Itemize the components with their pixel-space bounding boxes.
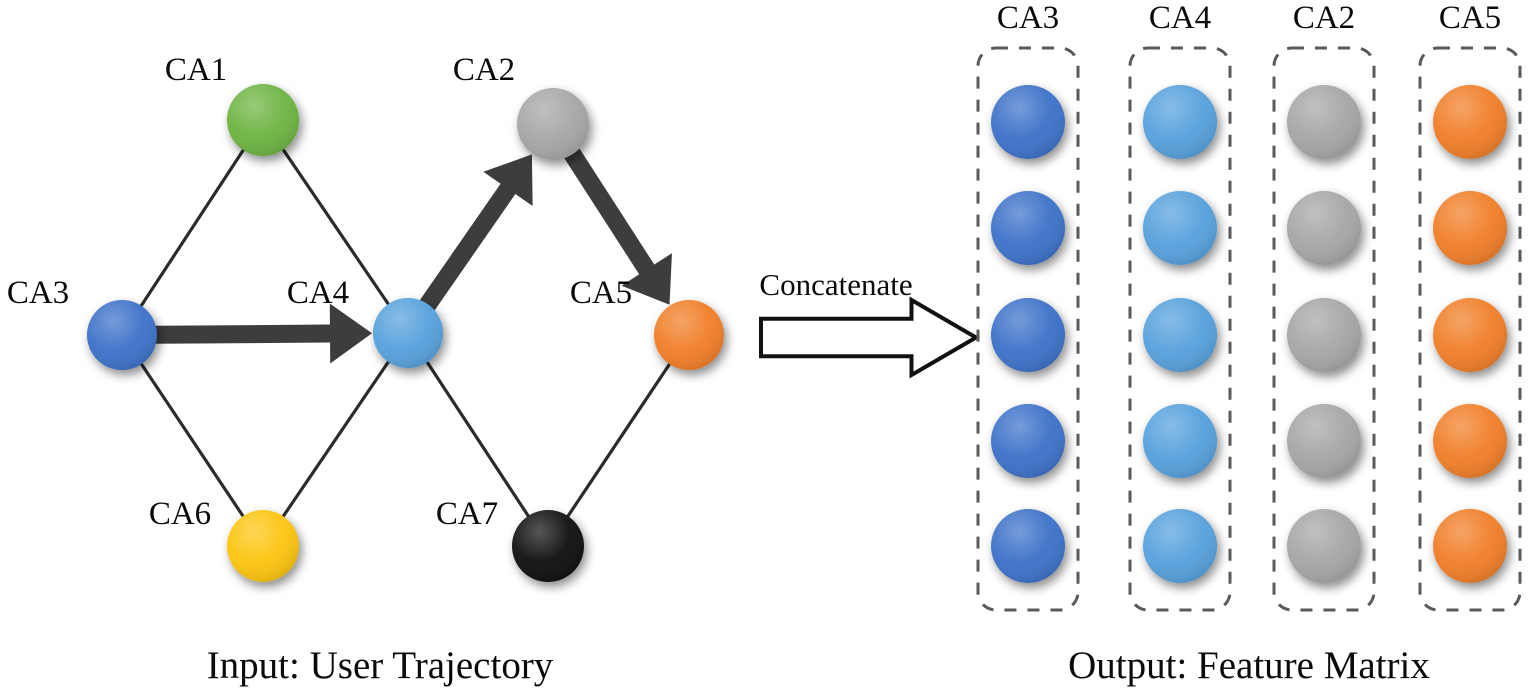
- trajectory-node-ca5[interactable]: [654, 300, 724, 370]
- cell-gloss: [1143, 298, 1217, 372]
- matrix-cell-ca4-1[interactable]: [1143, 85, 1217, 159]
- graph-edge-ca3-ca1: [137, 145, 248, 311]
- trajectory-node-ca7[interactable]: [512, 510, 584, 582]
- matrix-cell-ca2-2[interactable]: [1287, 191, 1361, 265]
- node-gloss: [227, 510, 299, 582]
- trajectory-node-ca2[interactable]: [517, 88, 589, 160]
- trajectory-arrow-ca3-to-ca4: [154, 303, 372, 364]
- cell-gloss: [1287, 404, 1361, 478]
- graph-edge-ca6-ca4: [279, 357, 393, 522]
- node-gloss: [373, 298, 443, 368]
- matrix-column-label-ca2: CA2: [1293, 0, 1355, 36]
- cell-gloss: [1287, 191, 1361, 265]
- matrix-column-box-ca5[interactable]: [1418, 46, 1522, 612]
- graph-edge-ca3-ca6: [137, 359, 247, 521]
- cell-gloss: [1433, 298, 1507, 372]
- node-label-ca4: CA4: [287, 275, 349, 311]
- node-label-ca7: CA7: [436, 496, 498, 532]
- node-label-ca2: CA2: [453, 52, 515, 88]
- trajectory-node-ca4[interactable]: [373, 298, 443, 368]
- trajectory-arrow-ca4-to-ca2: [419, 154, 533, 312]
- matrix-cell-ca3-1[interactable]: [991, 85, 1065, 159]
- node-gloss: [517, 88, 589, 160]
- matrix-column-box-ca2[interactable]: [1272, 46, 1376, 612]
- feature-matrix-column-labels: CA3 CA4 CA2 CA5: [997, 0, 1501, 36]
- concatenate-flow: Concatenate: [759, 267, 980, 379]
- cell-gloss: [1433, 509, 1507, 583]
- cell-gloss: [991, 85, 1065, 159]
- matrix-column-box-ca3[interactable]: [976, 46, 1080, 612]
- matrix-cell-ca3-2[interactable]: [991, 191, 1065, 265]
- cell-gloss: [1433, 404, 1507, 478]
- cell-gloss: [1143, 509, 1217, 583]
- cell-gloss: [1287, 85, 1361, 159]
- matrix-cell-ca2-4[interactable]: [1287, 404, 1361, 478]
- graph-edge-ca4-ca7: [423, 357, 533, 521]
- trajectory-nodes: [87, 84, 724, 582]
- node-gloss: [654, 300, 724, 370]
- matrix-cell-ca5-4[interactable]: [1433, 404, 1507, 478]
- node-gloss: [512, 510, 584, 582]
- matrix-cell-ca3-4[interactable]: [991, 404, 1065, 478]
- cell-gloss: [1433, 191, 1507, 265]
- cell-gloss: [1433, 85, 1507, 159]
- cell-gloss: [1143, 191, 1217, 265]
- trajectory-node-ca3[interactable]: [87, 300, 157, 370]
- matrix-cell-ca4-4[interactable]: [1143, 404, 1217, 478]
- node-label-ca5: CA5: [570, 275, 632, 311]
- matrix-cell-ca4-2[interactable]: [1143, 191, 1217, 265]
- cell-gloss: [1143, 85, 1217, 159]
- left-caption: Input: User Trajectory: [207, 644, 554, 687]
- node-label-ca1: CA1: [165, 52, 227, 88]
- feature-matrix-columns: [976, 46, 1522, 612]
- concatenate-arrow-icon: [759, 296, 980, 379]
- cell-gloss: [991, 298, 1065, 372]
- trajectory-node-ca6[interactable]: [227, 510, 299, 582]
- node-gloss: [227, 84, 299, 156]
- concatenate-label: Concatenate: [759, 267, 912, 302]
- matrix-cell-ca2-3[interactable]: [1287, 298, 1361, 372]
- node-label-ca6: CA6: [149, 496, 211, 532]
- matrix-cell-ca5-5[interactable]: [1433, 509, 1507, 583]
- trajectory-node-ca1[interactable]: [227, 84, 299, 156]
- cell-gloss: [991, 509, 1065, 583]
- graph-edge-ca1-ca4: [279, 144, 393, 309]
- matrix-cell-ca5-3[interactable]: [1433, 298, 1507, 372]
- cell-gloss: [991, 191, 1065, 265]
- matrix-cell-ca2-5[interactable]: [1287, 509, 1361, 583]
- node-gloss: [87, 300, 157, 370]
- matrix-column-box-ca4[interactable]: [1128, 46, 1232, 612]
- matrix-cell-ca4-3[interactable]: [1143, 298, 1217, 372]
- graph-edges: [137, 144, 674, 522]
- cell-gloss: [1287, 509, 1361, 583]
- matrix-cell-ca3-5[interactable]: [991, 509, 1065, 583]
- cell-gloss: [1287, 298, 1361, 372]
- cell-gloss: [991, 404, 1065, 478]
- right-caption: Output: Feature Matrix: [1068, 644, 1430, 687]
- graph-edge-ca7-ca5: [564, 359, 674, 521]
- feature-matrix-cells: [991, 85, 1507, 583]
- matrix-column-label-ca5: CA5: [1439, 0, 1501, 36]
- matrix-cell-ca3-3[interactable]: [991, 298, 1065, 372]
- matrix-cell-ca5-2[interactable]: [1433, 191, 1507, 265]
- node-label-ca3: CA3: [7, 275, 69, 311]
- trajectory-arrows: [154, 147, 672, 364]
- matrix-column-label-ca4: CA4: [1149, 0, 1211, 36]
- matrix-cell-ca5-1[interactable]: [1433, 85, 1507, 159]
- cell-gloss: [1143, 404, 1217, 478]
- matrix-column-label-ca3: CA3: [997, 0, 1059, 36]
- trajectory-arrow-ca2-to-ca5: [563, 147, 672, 305]
- matrix-cell-ca2-1[interactable]: [1287, 85, 1361, 159]
- matrix-cell-ca4-5[interactable]: [1143, 509, 1217, 583]
